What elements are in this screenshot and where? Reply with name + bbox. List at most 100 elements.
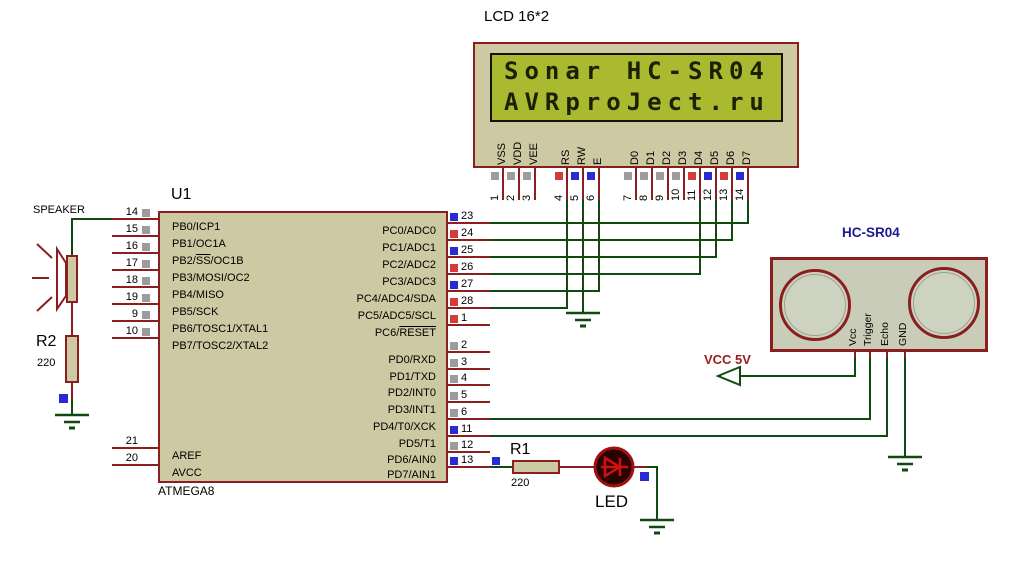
pin-label: PD5/T1 <box>398 438 436 450</box>
pin-label-part: /OC1B <box>210 255 244 267</box>
pin-label: Echo <box>879 322 891 346</box>
pin-line <box>518 168 520 200</box>
pin-line <box>502 168 504 200</box>
transducer-ring <box>913 272 975 334</box>
pin-line <box>112 235 158 237</box>
u1-ref: U1 <box>171 186 192 203</box>
pin-number: 28 <box>461 295 474 307</box>
pin-line <box>566 168 568 200</box>
pin-number: 14 <box>734 188 746 201</box>
pin-state-indicator <box>142 311 150 319</box>
pin-number: 6 <box>585 194 597 201</box>
pin-label: PD0/RXD <box>388 354 436 366</box>
pin-number: 21 <box>125 435 138 447</box>
pin-label: PB2/SS/OC1B <box>172 255 244 267</box>
r2-value: 220 <box>37 357 56 369</box>
pin-label: E <box>592 157 604 165</box>
pin-line <box>869 352 871 358</box>
pin-state-indicator <box>450 392 458 400</box>
pin-number: 14 <box>125 206 138 218</box>
transducer-left-icon <box>779 269 851 341</box>
pin-number: 10 <box>125 325 138 337</box>
pin-line <box>112 269 158 271</box>
pin-line <box>448 418 490 420</box>
pin-label: PB6/TOSC1/XTAL1 <box>172 323 269 335</box>
pin-line <box>886 352 888 358</box>
pin-line <box>747 168 749 200</box>
pin-label: AVCC <box>172 467 202 479</box>
pin-state-indicator <box>142 294 150 302</box>
pin-label: AREF <box>172 450 202 462</box>
pin-label: PC6/RESET <box>240 327 436 339</box>
ground-symbol <box>640 518 674 535</box>
pin-line <box>635 168 637 200</box>
pin-line <box>683 168 685 200</box>
pin-label: PD3/INT1 <box>387 404 436 416</box>
pin-number: 8 <box>638 194 650 201</box>
pin-number: 15 <box>125 223 138 235</box>
pin-number: 11 <box>686 189 698 201</box>
pin-state-indicator <box>640 172 648 180</box>
pin-label: PB1/OC1A <box>172 238 226 250</box>
pin-line <box>448 256 490 258</box>
u1-part-label: ATMEGA8 <box>158 484 215 498</box>
pin-state-indicator <box>142 243 150 251</box>
pin-state-indicator <box>672 172 680 180</box>
lcd-screen-line1: Sonar HC-SR04 <box>504 57 770 85</box>
pin-label: VEE <box>528 142 540 165</box>
pin-state-indicator <box>450 230 458 238</box>
sonar-title: HC-SR04 <box>842 225 900 240</box>
pin-state-indicator <box>142 328 150 336</box>
vcc-label: VCC 5V <box>704 352 751 367</box>
resistor-r1 <box>512 460 560 474</box>
pin-line <box>598 168 600 200</box>
pin-line <box>448 222 490 224</box>
pin-label: RW <box>576 146 588 165</box>
pin-line <box>448 466 490 468</box>
pin-state-indicator <box>450 247 458 255</box>
pin-line <box>112 218 158 220</box>
wire <box>71 200 906 520</box>
pin-line <box>582 168 584 200</box>
pin-state-indicator <box>142 209 150 217</box>
pin-number: 1 <box>489 194 501 201</box>
pin-label: GND <box>897 322 909 346</box>
pin-line <box>651 168 653 200</box>
pin-label: D3 <box>677 150 689 165</box>
resistor-r2 <box>65 335 79 383</box>
pin-state-indicator <box>720 172 728 180</box>
pin-label: D5 <box>709 150 721 165</box>
vcc-power-terminal-icon <box>715 365 741 387</box>
pin-state-indicator <box>555 172 563 180</box>
pin-line <box>904 352 906 358</box>
pin-number: 5 <box>569 194 581 201</box>
pin-number: 13 <box>718 188 730 201</box>
pin-state-indicator <box>450 315 458 323</box>
pin-line <box>448 401 490 403</box>
pin-state-indicator <box>492 457 500 465</box>
pin-state-indicator <box>142 260 150 268</box>
r1-ref: R1 <box>510 441 531 458</box>
pin-number: 9 <box>654 194 666 201</box>
pin-number: 27 <box>461 278 474 290</box>
pin-state-indicator <box>450 375 458 383</box>
pin-line <box>699 168 701 200</box>
pin-state-indicator <box>587 172 595 180</box>
pin-state-indicator <box>450 342 458 350</box>
pin-number: 19 <box>125 291 138 303</box>
pin-label: PB4/MISO <box>172 289 224 301</box>
pin-number: 9 <box>131 308 138 320</box>
speaker-label: SPEAKER <box>33 204 85 216</box>
pin-number: 10 <box>670 188 682 201</box>
pin-line <box>448 384 490 386</box>
pin-line <box>448 307 490 309</box>
pin-number: 12 <box>702 188 714 201</box>
pin-state-indicator <box>450 264 458 272</box>
led-label: LED <box>595 492 629 511</box>
pin-number: 17 <box>125 257 138 269</box>
pin-state-indicator <box>450 359 458 367</box>
pin-number: 2 <box>505 194 517 201</box>
pin-label: PB3/MOSI/OC2 <box>172 272 250 284</box>
pin-line <box>112 447 158 449</box>
pin-state-indicator <box>507 172 515 180</box>
